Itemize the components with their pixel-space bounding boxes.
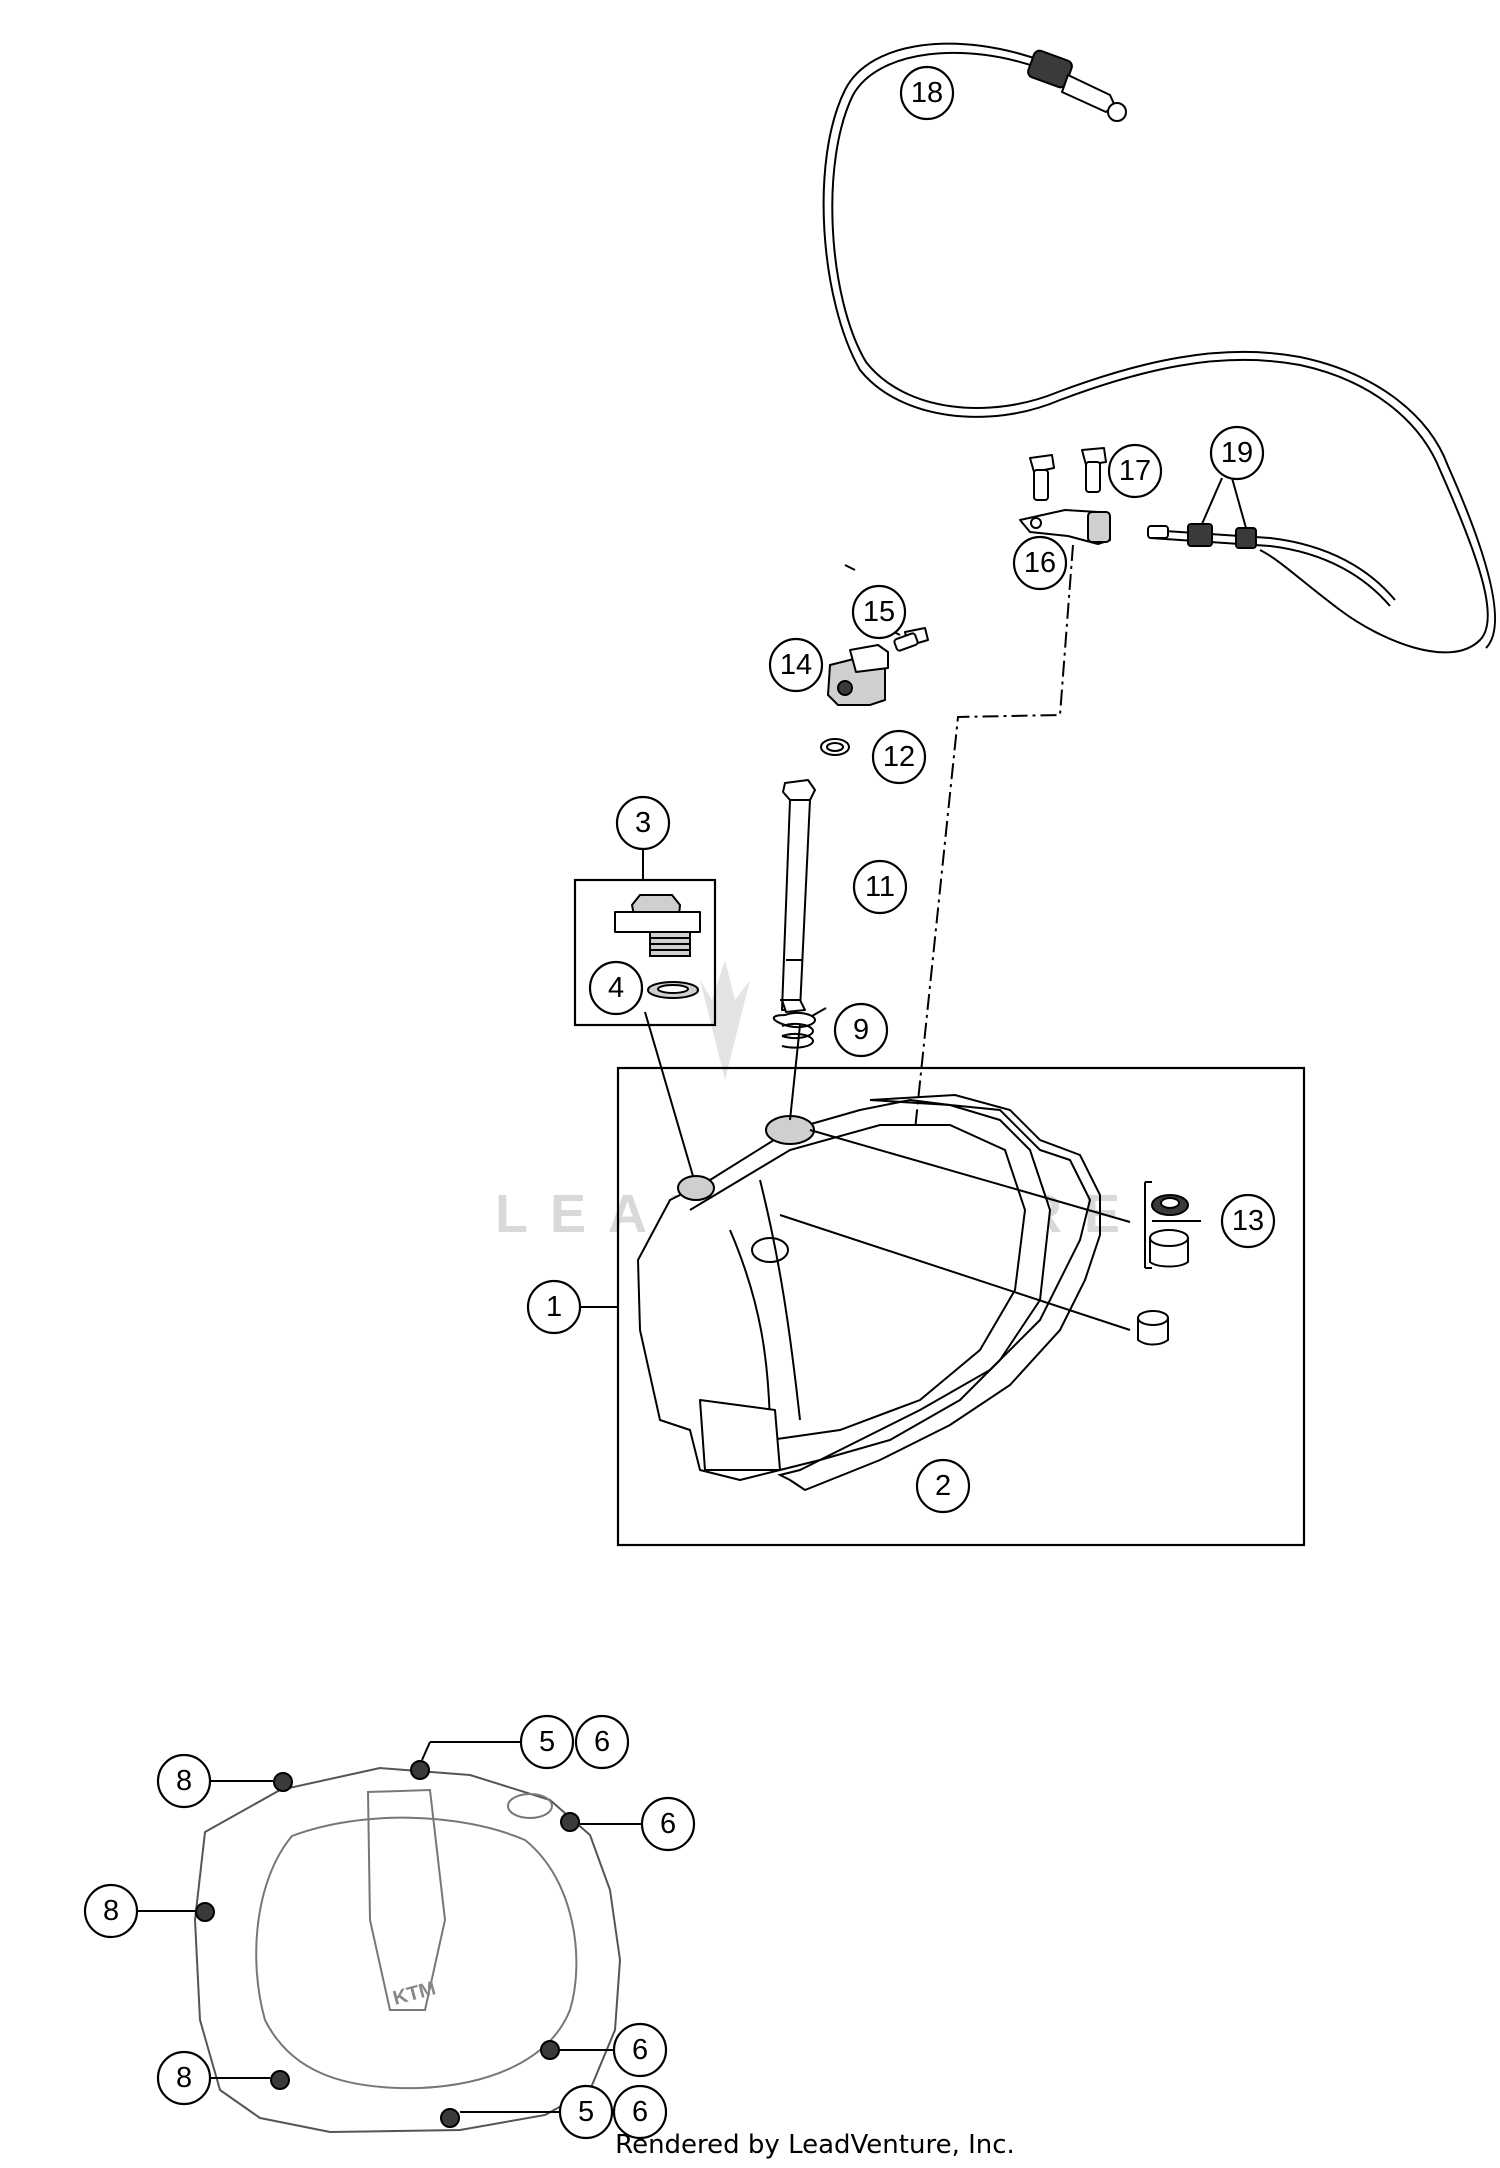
callout-5-top: 5 xyxy=(519,1714,575,1770)
callout-6-bottom: 6 xyxy=(612,2084,668,2140)
clutch-lever xyxy=(1019,509,1111,545)
clutch-cable xyxy=(822,42,1497,654)
callout-19: 19 xyxy=(1209,425,1265,481)
callout-13: 13 xyxy=(1220,1193,1276,1249)
callout-17: 17 xyxy=(1107,443,1163,499)
oil-plug xyxy=(614,894,701,957)
svg-text:13: 13 xyxy=(1232,1205,1264,1237)
svg-text:12: 12 xyxy=(883,741,915,773)
callout-4: 4 xyxy=(588,960,644,1016)
callout-3: 3 xyxy=(615,795,671,851)
svg-text:8: 8 xyxy=(176,1765,192,1797)
callout-15: 15 xyxy=(851,584,907,640)
bolts xyxy=(1029,447,1107,501)
render-credit: Rendered by LeadVenture, Inc. xyxy=(615,2130,1015,2160)
callout-6-right: 6 xyxy=(640,1796,696,1852)
svg-text:15: 15 xyxy=(863,596,895,628)
svg-text:5: 5 xyxy=(578,2096,594,2128)
bracket xyxy=(826,644,889,706)
svg-text:2: 2 xyxy=(935,1470,951,1502)
callout-16: 16 xyxy=(1012,535,1068,591)
svg-text:8: 8 xyxy=(176,2062,192,2094)
plug-kit-box xyxy=(573,878,717,1027)
svg-text:14: 14 xyxy=(780,649,812,681)
svg-text:17: 17 xyxy=(1119,455,1151,487)
callout-18: 18 xyxy=(899,65,955,121)
callout-8-middle: 8 xyxy=(83,1883,139,1939)
callout-9: 9 xyxy=(833,1002,889,1058)
callout-6-lower: 6 xyxy=(612,2022,668,2078)
svg-text:19: 19 xyxy=(1221,437,1253,469)
svg-text:5: 5 xyxy=(539,1726,555,1758)
spring xyxy=(772,999,827,1049)
callout-14: 14 xyxy=(768,637,824,693)
svg-text:16: 16 xyxy=(1024,547,1056,579)
svg-text:3: 3 xyxy=(635,807,651,839)
shaft-seals xyxy=(1137,1181,1189,1346)
callout-8-bottom: 8 xyxy=(156,2050,212,2106)
cover-gasket xyxy=(777,1093,1101,1492)
leader-lines xyxy=(554,544,1201,1331)
circlip xyxy=(820,738,850,756)
sealing-ring xyxy=(647,981,699,999)
clutch-cover xyxy=(637,1099,1051,1481)
clutch-shaft xyxy=(781,779,816,1013)
callout-6-top: 6 xyxy=(574,1714,630,1770)
callouts: 1 2 3 4 5 6 6 6 5 6 8 8 8 9 11 12 13 14 … xyxy=(83,65,1276,2140)
svg-text:9: 9 xyxy=(853,1014,869,1046)
svg-text:8: 8 xyxy=(103,1895,119,1927)
svg-text:18: 18 xyxy=(911,77,943,109)
svg-text:6: 6 xyxy=(660,1808,676,1840)
svg-text:1: 1 xyxy=(546,1291,562,1323)
screw xyxy=(893,627,929,652)
callout-5-bottom: 5 xyxy=(558,2084,614,2140)
callout-2: 2 xyxy=(915,1458,971,1514)
callout-1: 1 xyxy=(526,1279,582,1335)
callout-11: 11 xyxy=(852,859,908,915)
cable-adjuster xyxy=(1147,477,1396,607)
cover-bolts xyxy=(137,1741,642,2128)
svg-text:6: 6 xyxy=(632,2034,648,2066)
callout-8-top: 8 xyxy=(156,1753,212,1809)
svg-text:4: 4 xyxy=(608,972,624,1004)
svg-text:6: 6 xyxy=(594,1726,610,1758)
svg-text:6: 6 xyxy=(632,2096,648,2128)
callout-12: 12 xyxy=(871,729,927,785)
svg-text:11: 11 xyxy=(865,871,895,903)
